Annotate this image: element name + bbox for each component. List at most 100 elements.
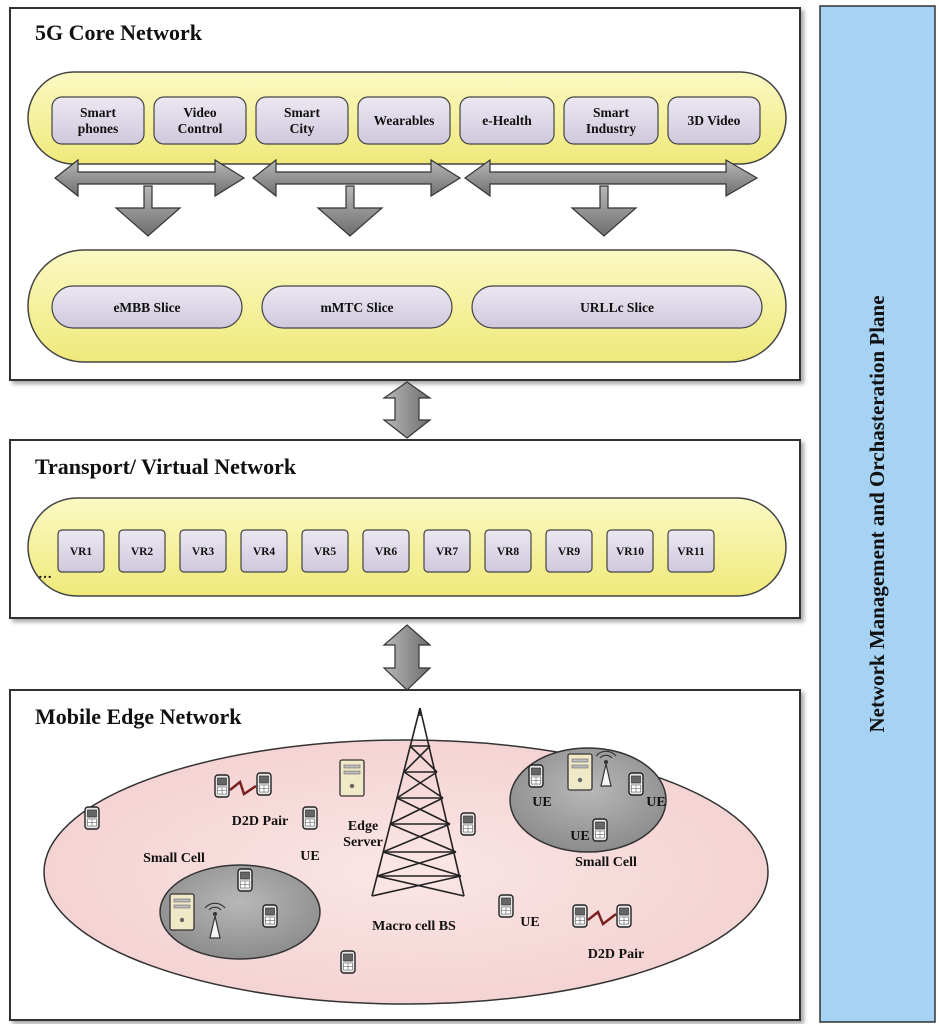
macro-cell-label: Macro cell BS	[372, 919, 456, 934]
management-plane-box	[819, 5, 936, 1023]
virtual-router-box	[606, 529, 654, 573]
slice-urllc[interactable]: URLLc Slice	[471, 285, 763, 329]
service-label: Industry	[586, 121, 637, 136]
small-cell-label: Small Cell	[143, 851, 205, 866]
virtual-router-vr5[interactable]: VR5	[301, 529, 349, 573]
small-cell-left	[159, 864, 321, 960]
virtual-router-box	[301, 529, 349, 573]
core-network-section: 5G Core Network Smart phones Video Contr…	[9, 7, 801, 381]
down-arrow-3	[570, 185, 638, 237]
virtual-router-box	[118, 529, 166, 573]
virtual-router-box	[545, 529, 593, 573]
d2d-phone-icon	[572, 904, 588, 928]
ue-phone-icon	[460, 812, 476, 836]
service-label: e-Health	[482, 113, 532, 128]
virtual-router-box	[667, 529, 715, 573]
ue-phone-icon	[84, 806, 100, 830]
virtual-router-label: VR1	[70, 546, 93, 558]
ue-phone-icon	[528, 764, 544, 788]
service-smart-city[interactable]: Smart City	[255, 96, 349, 145]
edge-title: Mobile Edge Network	[35, 704, 242, 729]
d2d-phone-icon	[616, 904, 632, 928]
service-label: Wearables	[374, 113, 435, 128]
virtual-router-vr9[interactable]: VR9	[545, 529, 593, 573]
d2d-link-left	[229, 779, 257, 796]
service-label: Smart	[593, 105, 629, 120]
virtual-router-label: VR11	[677, 546, 705, 558]
service-wearables[interactable]: Wearables	[357, 96, 451, 145]
transport-title: Transport/ Virtual Network	[35, 454, 297, 479]
edge-server-label: Edge	[348, 819, 378, 834]
service-label: Control	[178, 121, 223, 136]
virtual-router-vr2[interactable]: VR2	[118, 529, 166, 573]
macro-tower-icon	[371, 707, 465, 897]
service-label: Smart	[80, 105, 116, 120]
service-label: Smart	[284, 105, 320, 120]
edge-server-icon	[339, 759, 365, 797]
ue-phone-icon	[302, 806, 318, 830]
edge-section: Mobile Edge Network	[9, 689, 801, 1021]
d2d-phone-icon	[214, 774, 230, 798]
service-video-control[interactable]: Video Control	[153, 96, 247, 145]
service-3d-video[interactable]: 3D Video	[667, 96, 761, 145]
transport-edge-arrow	[382, 624, 432, 691]
down-arrow-2	[316, 185, 384, 237]
virtual-router-vr8[interactable]: VR8	[484, 529, 532, 573]
double-arrow-1	[54, 158, 246, 198]
virtual-router-label: VR3	[192, 546, 215, 558]
small-cell-server-icon	[169, 893, 195, 931]
virtual-router-label: VR7	[436, 546, 459, 558]
down-arrow-1	[114, 185, 182, 237]
core-transport-arrow	[382, 381, 432, 439]
virtual-router-vr10[interactable]: VR10	[606, 529, 654, 573]
ue-label: UE	[646, 795, 665, 810]
services-row: Smart phones Video Control Smart City We…	[51, 96, 761, 145]
virtual-router-label: VR8	[497, 546, 520, 558]
double-arrow-2	[252, 158, 462, 198]
slice-label: eMBB Slice	[113, 300, 180, 315]
virtual-router-box	[240, 529, 288, 573]
service-label: 3D Video	[688, 113, 741, 128]
virtual-router-label: VR4	[253, 546, 276, 558]
management-plane-panel: Network Management and Orchasteration Pl…	[819, 5, 936, 1023]
virtual-router-vr1[interactable]: VR1	[57, 529, 105, 573]
ue-label: UE	[300, 849, 319, 864]
d2d-link-right	[587, 909, 617, 926]
ue-phone-icon	[628, 772, 644, 796]
virtual-router-vr6[interactable]: VR6	[362, 529, 410, 573]
service-label: City	[290, 121, 315, 136]
small-cell-right	[509, 747, 667, 853]
service-to-slice-arrows	[54, 158, 759, 237]
ue-phone-icon	[340, 950, 356, 974]
virtual-router-box	[423, 529, 471, 573]
ue-phone-icon	[237, 868, 253, 892]
d2d-phone-icon	[256, 772, 272, 796]
management-plane-title: Network Management and Orchasteration Pl…	[865, 295, 889, 732]
slice-label: mMTC Slice	[320, 300, 393, 315]
virtual-router-label: VR5	[314, 546, 337, 558]
service-label: Video	[183, 105, 216, 120]
d2d-pair-label: D2D Pair	[588, 947, 644, 962]
double-arrow-3	[463, 158, 759, 198]
virtual-router-box	[179, 529, 227, 573]
virtual-router-vr4[interactable]: VR4	[240, 529, 288, 573]
d2d-pair-label: D2D Pair	[232, 814, 288, 829]
virtual-router-vr3[interactable]: VR3	[179, 529, 227, 573]
slice-mmtc[interactable]: mMTC Slice	[261, 285, 453, 329]
slice-embb[interactable]: eMBB Slice	[51, 285, 243, 329]
virtual-router-vr11[interactable]: VR11	[667, 529, 715, 573]
ue-phone-icon	[262, 904, 278, 928]
virtual-router-box	[57, 529, 105, 573]
virtual-router-label: VR9	[558, 546, 581, 558]
ue-phone-icon	[592, 818, 608, 842]
ue-label: UE	[532, 795, 551, 810]
virtual-router-label: VR6	[375, 546, 398, 558]
service-ehealth[interactable]: e-Health	[459, 96, 555, 145]
service-smart-industry[interactable]: Smart Industry	[563, 96, 659, 145]
service-smartphones[interactable]: Smart phones	[51, 96, 145, 145]
virtual-router-vr7[interactable]: VR7	[423, 529, 471, 573]
virtual-router-label: VR2	[131, 546, 154, 558]
virtual-router-label: VR10	[616, 546, 644, 558]
